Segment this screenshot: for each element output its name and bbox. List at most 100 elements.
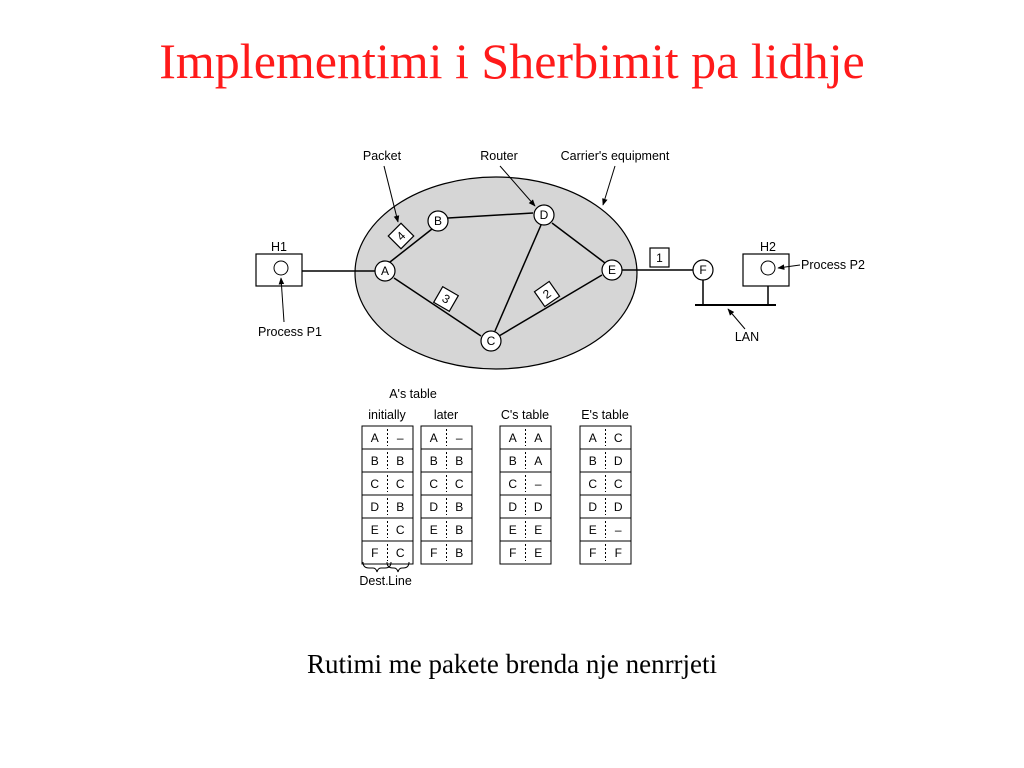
svg-text:E: E	[608, 263, 616, 277]
table-cell-dest: C	[429, 477, 438, 491]
table-cell-line: B	[455, 523, 463, 537]
slide-title: Implementimi i Sherbimit pa lidhje	[159, 33, 865, 89]
table-cell-dest: A	[371, 431, 379, 445]
svg-text:B: B	[434, 214, 442, 228]
link-b-d	[447, 212, 534, 219]
dest-label: Dest.	[359, 574, 388, 588]
svg-text:F: F	[699, 263, 706, 277]
node-a: A	[374, 260, 396, 282]
table-cell-dest: F	[430, 546, 437, 560]
table-cell-line: A	[534, 431, 542, 445]
table-cell-line: E	[534, 546, 542, 560]
a-table-group-title: A's table	[389, 387, 437, 401]
table-cell-dest: E	[509, 523, 517, 537]
svg-text:A: A	[381, 264, 389, 278]
node-b: B	[427, 210, 449, 232]
table-cell-dest: B	[509, 454, 517, 468]
table-cell-dest: E	[430, 523, 438, 537]
table-cell-dest: E	[371, 523, 379, 537]
routing-tables: A's table initially later C's table E's …	[359, 387, 632, 588]
slide-caption: Rutimi me pakete brenda nje nenrrjeti	[306, 649, 718, 679]
a-table-later-header: later	[434, 408, 458, 422]
callout-carrier: Carrier's equipment	[561, 149, 670, 163]
table-cell-line: B	[455, 454, 463, 468]
table-cell-dest: A	[589, 431, 597, 445]
link-c-e	[498, 274, 603, 337]
table-cell-line: C	[396, 477, 405, 491]
table-cell-line: –	[535, 477, 542, 491]
packet-1: 1	[649, 247, 670, 268]
node-e: E	[601, 259, 623, 281]
host-h1: H1	[255, 240, 303, 287]
dest-brace	[362, 561, 392, 573]
table-cell-dest: A	[509, 431, 517, 445]
packet-2: 2	[533, 280, 561, 308]
process-p2-circle	[760, 260, 776, 276]
process-p1-circle	[273, 260, 289, 276]
table-cell-line: D	[614, 500, 623, 514]
router-nodes: A B C D E F	[374, 204, 714, 352]
host-h2-label: H2	[760, 240, 776, 254]
svg-text:C: C	[487, 334, 496, 348]
table-cell-dest: C	[588, 477, 597, 491]
svg-text:1: 1	[656, 251, 663, 265]
table-cell-dest: D	[588, 500, 597, 514]
table-cell-line: B	[396, 454, 404, 468]
table-cell-line: –	[456, 431, 463, 445]
network-diagram: H1 H2 A B C D E F 1 2 3 4 Pack	[255, 149, 865, 588]
table-cell-dest: C	[508, 477, 517, 491]
link-c-d	[494, 224, 542, 332]
link-a-b	[389, 228, 433, 263]
table-cell-line: A	[534, 454, 542, 468]
table-cell-line: D	[614, 454, 623, 468]
host-h2: H2	[742, 240, 790, 287]
e-table-header: E's table	[581, 408, 629, 422]
table-cell-dest: B	[371, 454, 379, 468]
node-d: D	[533, 204, 555, 226]
table-cell-dest: F	[509, 546, 516, 560]
table-cell-dest: D	[508, 500, 517, 514]
table-cell-dest: F	[589, 546, 596, 560]
callout-lan: LAN	[735, 330, 759, 344]
table-cell-line: –	[615, 523, 622, 537]
table-cell-dest: E	[589, 523, 597, 537]
table-cell-line: F	[615, 546, 622, 560]
carrier-network-ellipse	[354, 176, 638, 370]
node-f: F	[692, 259, 714, 281]
table-cell-dest: A	[430, 431, 438, 445]
table-cell-line: B	[455, 546, 463, 560]
callouts: Packet Router Carrier's equipment Proces…	[258, 149, 865, 344]
node-c: C	[480, 330, 502, 352]
table-cell-line: D	[534, 500, 543, 514]
link-a-c	[393, 277, 482, 337]
table-cell-line: C	[614, 477, 623, 491]
callout-process-p1: Process P1	[258, 325, 322, 339]
table-cell-dest: C	[370, 477, 379, 491]
table-cell-dest: D	[429, 500, 438, 514]
packets: 1 2 3 4	[387, 222, 670, 313]
svg-text:D: D	[540, 208, 549, 222]
line-label: Line	[388, 574, 412, 588]
callout-router: Router	[480, 149, 518, 163]
table-cell-line: B	[455, 500, 463, 514]
table-cell-dest: F	[371, 546, 378, 560]
table-cell-dest: D	[370, 500, 379, 514]
table-cell-line: –	[397, 431, 404, 445]
c-table-header: C's table	[501, 408, 549, 422]
table-cell-dest: B	[430, 454, 438, 468]
host-h1-label: H1	[271, 240, 287, 254]
packet-4: 4	[387, 222, 415, 250]
table-cell-line: C	[614, 431, 623, 445]
line-brace	[386, 561, 410, 573]
table-cell-dest: B	[589, 454, 597, 468]
packet-3: 3	[432, 285, 460, 313]
callout-packet: Packet	[363, 149, 402, 163]
table-cell-line: C	[396, 546, 405, 560]
table-cell-line: C	[396, 523, 405, 537]
a-table-initially-header: initially	[368, 408, 406, 422]
table-cell-line: C	[455, 477, 464, 491]
